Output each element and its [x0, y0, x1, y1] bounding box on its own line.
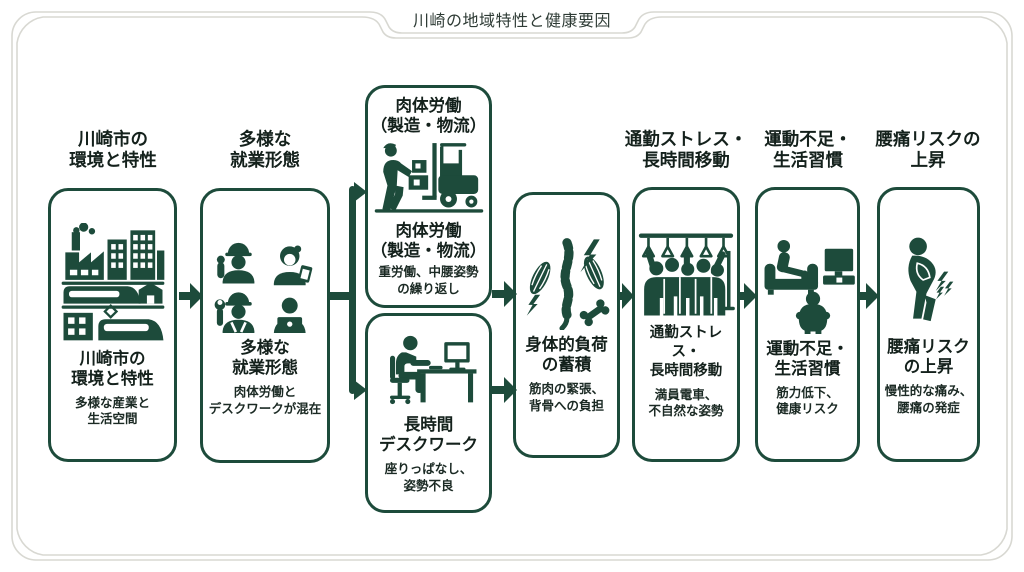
desk-worker-icon [389, 335, 476, 405]
header-employment: 多様な 就業形態 [195, 129, 335, 171]
header-kawasaki-env: 川崎市の 環境と特性 [38, 129, 188, 171]
node-title: 運動不足・生活習慣 [766, 339, 849, 378]
header-backpain-risk: 腰痛リスクの 上昇 [862, 129, 994, 171]
header-line: 長時間移動 [642, 150, 730, 170]
node-manual-labor: 肉体労働（製造・物流） 肉体労働（製造・物流） [365, 85, 492, 308]
header-lifestyle: 運動不足・ 生活習慣 [742, 129, 874, 171]
node-kawasaki-env: 川崎市の環境と特性 多様な産業と生活空間 [48, 188, 177, 462]
header-line: 川崎市の [78, 129, 148, 149]
node-subtitle: 肉体労働とデスクワークが混在 [208, 385, 322, 416]
header-commute-stress: 通勤ストレス・ 長時間移動 [618, 129, 754, 171]
node-subtitle: 慢性的な痛み、腰痛の発症 [884, 384, 973, 415]
city-icon [61, 222, 164, 340]
backpain-icon [907, 237, 953, 322]
sofa-tv-icon [764, 239, 855, 334]
spine-icon [526, 238, 609, 330]
workers-icon [214, 242, 313, 333]
header-line: 上昇 [910, 150, 946, 170]
header-line: 腰痛リスクの [875, 129, 981, 149]
node-top-label: 肉体労働（製造・物流） [370, 97, 487, 135]
node-physical-load: 身体的負荷の蓄積 筋肉の緊張、背骨への負担 [513, 192, 620, 458]
node-title: 長時間デスクワーク [379, 416, 478, 454]
node-commute-stress: 通勤ストレス・長時間移動 満員電車、不自然な姿勢 [632, 187, 740, 462]
header-line: 生活習慣 [773, 150, 843, 170]
node-title: 身体的負荷の蓄積 [525, 336, 608, 374]
node-subtitle: 筋肉の緊張、背骨への負担 [528, 382, 604, 413]
node-employment: 多様な就業形態 肉体労働とデスクワークが混在 [200, 188, 330, 463]
node-backpain-risk: 腰痛リスクの上昇 慢性的な痛み、腰痛の発症 [877, 187, 980, 462]
node-subtitle: 座りっぱなし、姿勢不良 [384, 462, 473, 493]
node-title: 通勤ストレス・長時間移動 [649, 324, 723, 379]
node-subtitle: 筋力低下、健康リスク [776, 385, 839, 417]
header-line: 環境と特性 [69, 150, 157, 170]
node-lifestyle: 運動不足・生活習慣 筋力低下、健康リスク [755, 187, 860, 462]
header-line: 多様な [238, 129, 292, 149]
node-subtitle: 満員電車、不自然な姿勢 [648, 387, 724, 419]
node-title: 肉体労働（製造・物流） [370, 222, 487, 260]
header-line: 就業形態 [230, 150, 300, 170]
node-title: 腰痛リスクの上昇 [887, 338, 970, 376]
header-line: 運動不足・ [764, 129, 852, 149]
node-desk-work: 長時間デスクワーク 座りっぱなし、姿勢不良 [365, 313, 492, 513]
node-subtitle: 多様な産業と生活空間 [74, 395, 150, 427]
forklift-icon [374, 143, 483, 213]
crowded-train-icon [638, 232, 735, 316]
node-title: 川崎市の環境と特性 [71, 349, 154, 388]
node-subtitle: 重労働、中腰姿勢の繰り返し [378, 265, 479, 296]
diagram-title: 川崎の地域特性と健康要因 [412, 13, 611, 30]
node-title: 多様な就業形態 [232, 339, 298, 377]
header-line: 通勤ストレス・ [624, 129, 748, 149]
